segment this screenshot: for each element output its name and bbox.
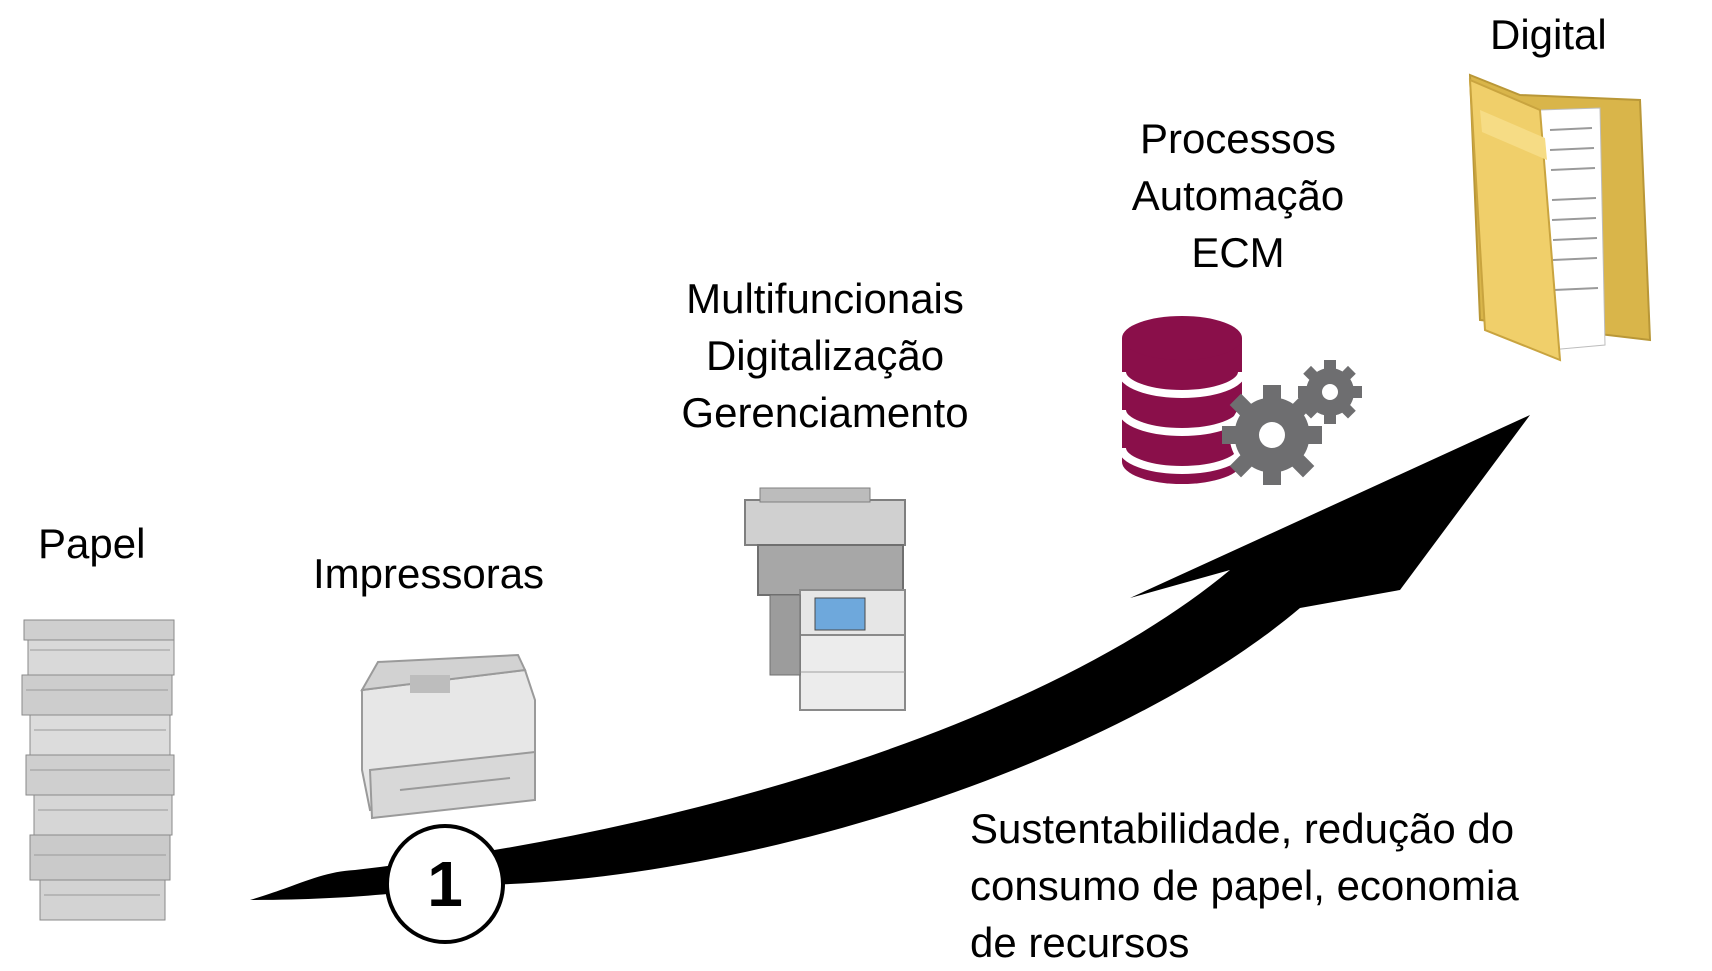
caption-line-2: consumo de papel, economia (970, 862, 1519, 909)
processes-line-1: Processos (1139, 115, 1337, 162)
processes-line-3: ECM (1191, 229, 1285, 276)
multifunction-line-1: Multifuncionais (686, 275, 964, 322)
curved-arrow-icon (250, 415, 1530, 900)
laser-printer-icon (360, 653, 536, 820)
multifunction-line-3: Gerenciamento (681, 389, 969, 436)
sustainability-caption: Sustentabilidade, redução do consumo de … (970, 800, 1519, 971)
database-gears-icon (1118, 316, 1362, 485)
digital-label: Digital (1490, 11, 1607, 58)
folder-document-icon (1468, 73, 1652, 362)
processes-line-2: Automação (1131, 172, 1345, 219)
caption-line-3: de recursos (970, 919, 1190, 966)
multifunction-line-2: Digitalização (705, 332, 945, 379)
caption-line-1: Sustentabilidade, redução do (970, 805, 1515, 852)
multifunction-printer-icon (744, 487, 906, 711)
multifunction-labels: Multifuncionais Digitalização Gerenciame… (650, 270, 1000, 441)
printers-label: Impressoras (313, 550, 545, 597)
step-number-badge: 1 (385, 824, 505, 944)
paper-stack-icon (21, 619, 175, 921)
processes-labels: Processos Automação ECM (1078, 110, 1398, 281)
paper-label: Papel (38, 520, 146, 567)
